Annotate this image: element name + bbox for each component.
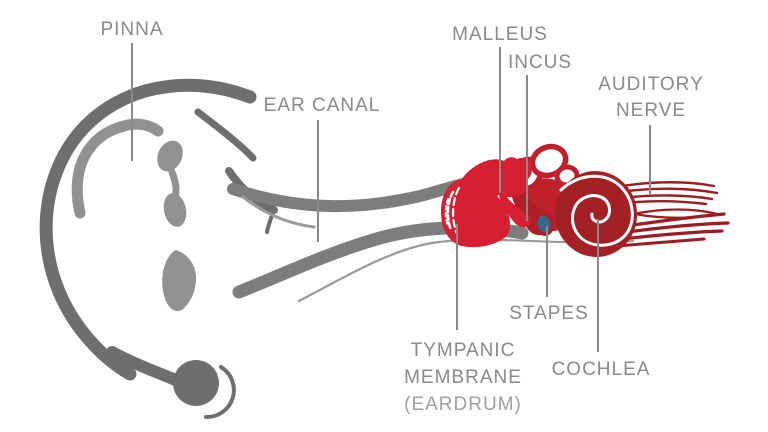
cochlea-group bbox=[554, 171, 638, 257]
tragus-tip bbox=[265, 208, 276, 234]
helix-tail bbox=[194, 108, 257, 162]
antihelix-ridge bbox=[71, 118, 164, 219]
incus-label: INCUS bbox=[507, 52, 573, 73]
eardrum-hatch-group bbox=[444, 186, 461, 236]
malleus-head bbox=[459, 157, 532, 198]
nerve-fiber bbox=[615, 237, 706, 248]
nerve-fiber bbox=[622, 199, 708, 206]
eardrum-hatch bbox=[446, 190, 455, 232]
malleus-eardrum-group bbox=[441, 157, 532, 248]
lobe-echo-arc bbox=[204, 365, 236, 420]
stapes-label: STAPES bbox=[509, 303, 589, 324]
antitragus-blob bbox=[163, 193, 187, 227]
crus-helix-blob bbox=[157, 140, 183, 172]
nerve-fiber bbox=[618, 187, 719, 195]
eardrum-hatch bbox=[444, 198, 449, 227]
pinna-label: PINNA bbox=[100, 19, 164, 40]
earlobe bbox=[173, 360, 219, 406]
nerve-fiber bbox=[632, 208, 719, 216]
auditory-nerve-label-line2: NERVE bbox=[615, 100, 687, 121]
cochlea-spiral bbox=[559, 174, 634, 247]
eardrum-hatch bbox=[452, 186, 461, 236]
tympanic-membrane-label: TYMPANIC MEMBRANE (EARDRUM) bbox=[404, 337, 522, 418]
auditory-nerve-label-line1: AUDITORY bbox=[598, 74, 704, 95]
malleus-handle bbox=[499, 193, 531, 228]
cochlea-body bbox=[554, 171, 638, 257]
nerve-fiber bbox=[620, 181, 716, 188]
auditory-nerve-label: AUDITORY NERVE bbox=[598, 72, 704, 124]
ear-canal-label: EAR CANAL bbox=[263, 95, 381, 116]
concha-teardrop bbox=[162, 250, 196, 312]
malleus-label: MALLEUS bbox=[452, 24, 548, 45]
helix-outline bbox=[39, 78, 257, 381]
antihelix-fill-group bbox=[157, 140, 196, 312]
leader-lines-group bbox=[131, 43, 651, 352]
tympanic-label-line2: MEMBRANE bbox=[404, 367, 522, 388]
canal-thin-crescent bbox=[241, 195, 316, 229]
cochlea-label: COCHLEA bbox=[551, 359, 651, 380]
tympanic-label-line1: TYMPANIC bbox=[410, 340, 516, 361]
pinna-outline-group bbox=[39, 78, 278, 420]
earlobe-group bbox=[173, 360, 219, 406]
tympanic-label-line3: (EARDRUM) bbox=[404, 394, 522, 415]
nerve-fiber bbox=[620, 194, 714, 201]
semicircular-canal-loop bbox=[529, 143, 569, 179]
